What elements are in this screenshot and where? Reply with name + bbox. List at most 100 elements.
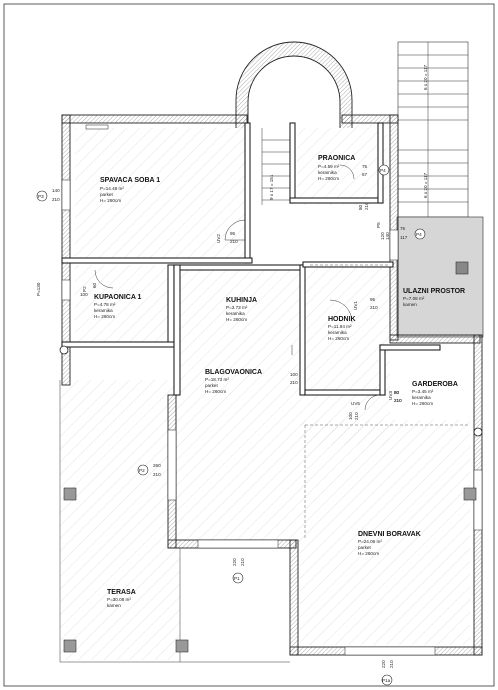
room-height: H= 260cm — [358, 551, 379, 556]
windows — [61, 124, 483, 656]
opening-tag: P4 — [380, 168, 386, 173]
downpipe-1 — [59, 345, 69, 355]
opening-p1: P1 220 210 — [232, 558, 245, 584]
stair-dim-3: 9 x 17 = 151 — [269, 174, 274, 200]
room-area: P=4.78 m² — [94, 302, 116, 307]
room-name: PRAONICA — [318, 155, 355, 162]
drain-grate — [455, 261, 469, 275]
opening-height: 67 — [362, 172, 368, 177]
opening-width: 120 — [380, 232, 385, 240]
opening-height: 210 — [389, 660, 394, 668]
opening-height: 140 — [385, 232, 390, 240]
terrace-post-3 — [175, 639, 189, 653]
room-praonica: PRAONICA P=4.59 m² keramika H= 260cm — [318, 155, 355, 181]
room-name: GARDEROBA — [412, 381, 458, 388]
opening-p2a: P2 60 100 — [80, 282, 97, 297]
room-height: H= 260cm — [328, 336, 349, 341]
room-garderoba: GARDEROBA P=3.45 m² keramika H= 260cm — [412, 381, 458, 406]
opening-p3: P3 140 210 — [36, 188, 60, 202]
room-height: H= 260cm — [412, 401, 433, 406]
room-hodnik: HODNIK P=11.94 m² keramika H= 260cm — [328, 316, 356, 341]
opening-height: 210 — [354, 412, 359, 420]
room-floor: parket — [358, 545, 371, 550]
opening-uv3: UV3 80 210 — [388, 390, 402, 403]
room-area: P=7.08 m² — [403, 296, 425, 301]
room-spavaca: SPAVACA SOBA 1 P=14.48 m² parket H= 260c… — [100, 177, 160, 203]
opening-tag: UV5 — [351, 401, 360, 406]
opening-width: 95 — [370, 297, 376, 302]
opening-height: 210 — [153, 472, 161, 477]
room-area: P=14.48 m² — [100, 186, 124, 191]
room-name: KUHINJA — [226, 297, 257, 304]
opening-tag: P4 — [416, 232, 422, 237]
room-height: H= 260cm — [318, 176, 339, 181]
room-name: KUPAONICA 1 — [94, 294, 142, 301]
room-floor: kamen — [403, 302, 417, 307]
entrance-area — [396, 216, 484, 338]
dim-dining-door-w: 100 — [290, 372, 298, 377]
opening-width: 220 — [381, 660, 386, 668]
opening-p4b: P4 75 67 — [362, 164, 390, 177]
dim-garderoba-door-w: 80 — [394, 390, 400, 395]
opening-height: 210 — [240, 558, 245, 566]
opening-height: 210 — [394, 398, 402, 403]
wall-opening-label: P=130 — [36, 282, 41, 296]
interior-walls — [61, 122, 441, 396]
terrace-post-2 — [63, 639, 77, 653]
room-name: HODNIK — [328, 316, 356, 323]
opening-width: 60 — [92, 282, 97, 288]
room-area: P=4.59 m² — [318, 164, 340, 169]
room-dnevni: DNEVNI BORAVAK P=24.06 m² parket H= 260c… — [358, 531, 421, 556]
opening-width: 100 — [348, 412, 353, 420]
opening-p4: P4 75 117 — [400, 226, 426, 240]
opening-width: 140 — [52, 188, 60, 193]
opening-tag: UV1 — [353, 301, 358, 310]
room-area: P=18.73 m² — [205, 377, 229, 382]
room-kupaonica: KUPAONICA 1 P=4.78 m² keramika H= 260cm — [94, 294, 142, 319]
room-terasa: TERASA P=30.08 m² kamen — [107, 589, 136, 608]
opening-tag: P2 — [139, 468, 145, 473]
room-blagovaonica: BLAGOVAONICA P=18.73 m² parket H= 260cm — [205, 369, 262, 394]
room-name: SPAVACA SOBA 1 — [100, 177, 160, 184]
room-ulazni: ULAZNI PROSTOR P=7.08 m² kamen — [403, 288, 465, 307]
room-area: P=3.45 m² — [412, 389, 434, 394]
room-name: TERASA — [107, 589, 136, 596]
opening-width: 75 — [400, 226, 406, 231]
opening-p2: P2 260 210 — [137, 463, 161, 477]
room-floor: keramika — [94, 308, 113, 313]
opening-tag: P2 — [82, 286, 87, 292]
opening-uv2: UV2 95 210 — [216, 231, 238, 244]
opening-tag: P5 — [376, 222, 381, 228]
terrace-post-4 — [463, 487, 477, 501]
opening-width: 220 — [232, 558, 237, 566]
exterior-stairs — [397, 41, 469, 218]
room-floor: keramika — [412, 395, 431, 400]
opening-height: 210 — [230, 239, 238, 244]
opening-height: 210 — [52, 197, 60, 202]
dim-praonica-door-w: 80 — [358, 204, 363, 210]
room-height: H= 260cm — [94, 314, 115, 319]
room-floor: kamen — [107, 603, 121, 608]
room-area: P=30.08 m² — [107, 597, 131, 602]
door-swings — [94, 164, 381, 411]
dim-garderoba-door-h: 210 — [394, 398, 402, 403]
downpipe-2 — [473, 427, 483, 437]
opening-height: 210 — [370, 305, 378, 310]
room-area: P=11.94 m² — [328, 324, 352, 329]
room-name: ULAZNI PROSTOR — [403, 288, 465, 295]
opening-p5: 120 140 P5 — [376, 222, 390, 240]
opening-width: 260 — [153, 463, 161, 468]
room-floor: keramika — [318, 170, 337, 175]
opening-height: 100 — [80, 292, 88, 297]
opening-width: 95 — [230, 231, 236, 236]
room-floor: parket — [205, 383, 218, 388]
room-height: H= 260cm — [205, 389, 226, 394]
dim-praonica-door-h: 210 — [364, 202, 369, 210]
opening-tag: UV2 — [216, 234, 221, 243]
sheet-frame — [3, 3, 495, 687]
room-area: P=24.06 m² — [358, 539, 382, 544]
room-area: P=3.73 m² — [226, 305, 248, 310]
opening-width: 80 — [394, 390, 400, 395]
opening-uv1: UV1 95 210 — [353, 297, 378, 310]
